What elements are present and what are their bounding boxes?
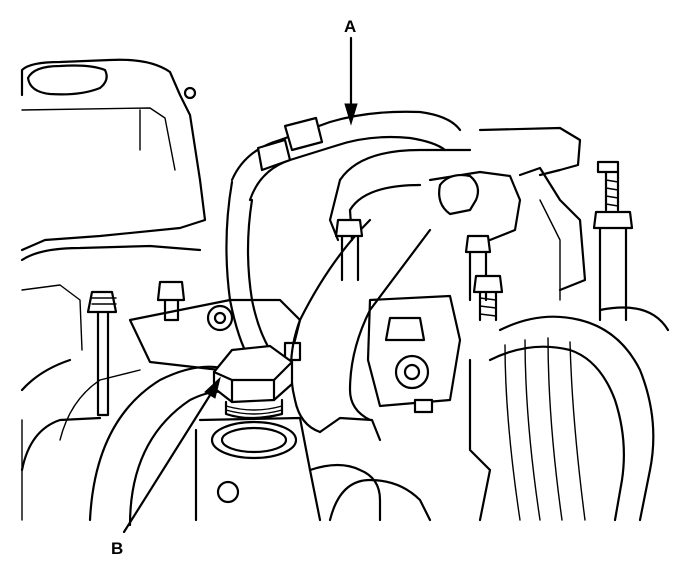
- stud-right: [592, 160, 634, 322]
- intake-hose-left: [20, 358, 232, 527]
- callout-label-b: B: [111, 539, 124, 558]
- leader-b: [122, 376, 221, 534]
- sensor-connector: [366, 294, 462, 414]
- stud-left: [86, 290, 118, 417]
- bolt-group-right: [334, 218, 504, 322]
- plug-b: [212, 344, 294, 420]
- hose-center: [289, 148, 472, 442]
- callout-label-a: A: [344, 17, 357, 36]
- throttle-body: [428, 126, 587, 301]
- intake-duct-right: [468, 306, 670, 522]
- lower-housing: [21, 416, 432, 522]
- leader-a: [344, 36, 358, 126]
- hose-a: [225, 110, 462, 362]
- reservoir-housing: [20, 58, 207, 351]
